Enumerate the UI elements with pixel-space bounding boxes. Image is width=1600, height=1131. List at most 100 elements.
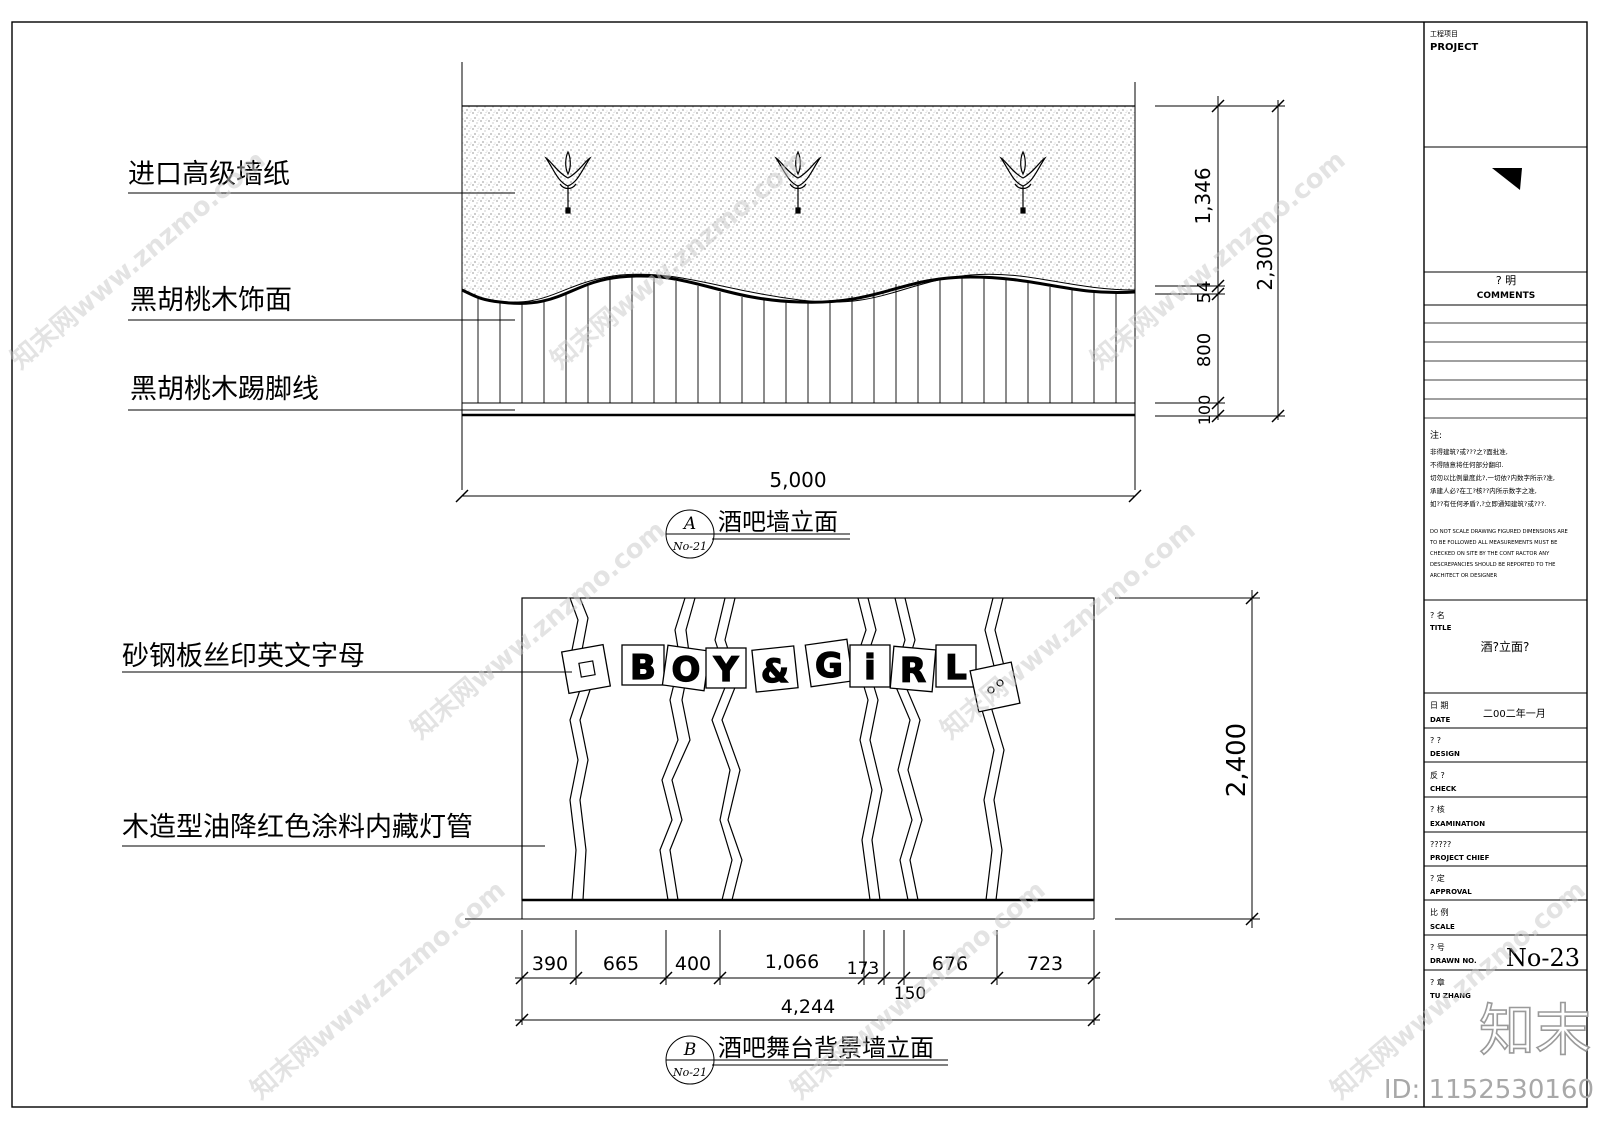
walnut-slats — [477, 277, 1117, 403]
tile-g-letter: G — [815, 646, 843, 686]
sheet-border — [11, 21, 1588, 1108]
tb-comments-en: COMMENTS — [1477, 291, 1535, 301]
dim-b-seg-2: 665 — [603, 953, 639, 975]
tile-r — [889, 645, 937, 693]
title-block: 工程项目 PROJECT ? 明 COMMENTS 注: 非得建筑?或???之?… — [1423, 22, 1587, 1107]
tb-notes-title: 注: — [1430, 429, 1442, 441]
tb-title-value: 酒?立面? — [1481, 639, 1530, 654]
tb-design-en: DESIGN — [1430, 750, 1460, 758]
label-walnut-skirting: 黑胡桃木踢脚线 — [130, 374, 319, 405]
tb-note-en-4: DESCREPANCIES SHOULD BE REPORTED TO THE — [1430, 562, 1555, 568]
tb-comments-cn: ? 明 — [1496, 274, 1516, 287]
tb-note-cn-4: 承建人必?在工?核??内所示数字之准, — [1430, 486, 1537, 495]
tb-scale-cn: 比 例 — [1430, 907, 1449, 917]
caption-a-sheet: No-21 — [672, 540, 707, 553]
tile-i — [849, 644, 891, 688]
tb-tu-en: TU ZHANG — [1430, 992, 1471, 1000]
watermark-site-7: 知末网www.znzmo.com — [785, 875, 1051, 1105]
dim-a-width: 5,000 — [769, 468, 826, 492]
tile-i-letter: i — [864, 648, 876, 688]
dim-b-total-height: 2,400 — [1222, 723, 1252, 797]
tb-title-cn: ? 名 — [1430, 610, 1445, 620]
flower-ornament-1 — [544, 150, 592, 214]
tb-notes-cn: 非得建筑?或???之?面批准, 不得随意将任何部分翻印. 切勿以比例量度此?,一… — [1430, 447, 1555, 508]
watermark-id: ID: 1152530160 — [1384, 1075, 1594, 1105]
dim-a-h3: 800 — [1194, 333, 1215, 367]
tile-o-letter: O — [672, 650, 701, 690]
tb-drawn-en: DRAWN NO. — [1430, 957, 1477, 965]
watermark-site-4: 知末网www.znzmo.com — [405, 515, 671, 745]
dim-b-seg-3: 400 — [675, 953, 711, 975]
wave-trim — [461, 274, 1136, 305]
tb-exam-en: EXAMINATION — [1430, 820, 1485, 828]
tb-note-cn-1: 非得建筑?或???之?面批准, — [1430, 447, 1508, 456]
dim-b-seg-1: 390 — [532, 953, 568, 975]
dim-a-h2: 54 — [1194, 281, 1215, 304]
tb-exam-cn: ? 核 — [1430, 804, 1445, 814]
tb-note-en-2: TO BE FOLLOWED ALL MEASUREMENTS MUST BE — [1429, 540, 1557, 546]
stage-wall-frame — [521, 597, 1095, 901]
caption-a: A No-21 酒吧墙立面 — [665, 508, 850, 559]
tile-l — [935, 644, 977, 688]
tile-small-square — [578, 660, 596, 678]
tile-b — [621, 644, 665, 686]
caption-a-letter: A — [682, 514, 696, 534]
tb-note-en-5: ARCHITECT OR DESIGNER — [1430, 573, 1497, 579]
watermark-site-8: 知末网www.znzmo.com — [1325, 875, 1591, 1105]
tb-date-en: DATE — [1430, 716, 1450, 724]
caption-b-sheet: No-21 — [672, 1066, 707, 1079]
tb-title-en: TITLE — [1430, 624, 1452, 632]
elevation-b: B O Y & G i R L 砂钢板丝印英文字母 木造型油降红色涂料内藏灯管 — [122, 590, 1260, 1085]
caption-b-letter: B — [683, 1040, 697, 1060]
dim-a-h4: 100 — [1195, 395, 1214, 426]
tile-r-letter: R — [900, 651, 926, 691]
tb-scale-en: SCALE — [1430, 923, 1455, 931]
dim-b-seg-7: 723 — [1027, 953, 1063, 975]
tb-approval-en: APPROVAL — [1430, 888, 1472, 896]
tile-amp-letter: & — [761, 652, 789, 690]
dim-a-h1: 1,346 — [1191, 167, 1215, 224]
caption-b: B No-21 酒吧舞台背景墙立面 — [665, 1034, 948, 1085]
tb-date-value: 二00二年一月 — [1483, 707, 1546, 720]
tb-project-cn: 工程项目 — [1430, 29, 1458, 38]
dim-b-seg-6: 676 — [932, 953, 968, 975]
wood-shapes — [569, 597, 1006, 901]
dim-b-seg-5: 173 — [847, 959, 879, 979]
tb-project-en: PROJECT — [1430, 42, 1478, 53]
tb-note-en-3: CHECKED ON SITE BY THE CONT RACTOR ANY — [1430, 551, 1550, 557]
label-wallpaper: 进口高级墙纸 — [128, 159, 290, 190]
dim-b-total-width: 4,244 — [781, 996, 835, 1018]
label-wood-shapes: 木造型油降红色涂料内藏灯管 — [122, 812, 473, 843]
label-steel-letters: 砂钢板丝印英文字母 — [122, 641, 365, 672]
caption-a-title: 酒吧墙立面 — [718, 508, 838, 536]
dim-a-total-height: 2,300 — [1253, 233, 1277, 290]
tile-b-letter: B — [630, 648, 656, 688]
dim-b-small: 150 — [894, 984, 926, 1004]
tb-note-cn-2: 不得随意将任何部分翻印. — [1430, 460, 1504, 469]
tile-blank-left — [560, 643, 612, 695]
dim-b-seg-4: 1,066 — [765, 951, 819, 973]
tb-note-cn-3: 切勿以比例量度此?,一切依?内数字所示?准, — [1430, 473, 1555, 482]
tb-chief-en: PROJECT CHIEF — [1430, 854, 1490, 862]
letter-tiles: B O Y & G i R L — [560, 638, 1021, 713]
tb-notes-en: DO NOT SCALE DRAWING FIGURED DIMENSIONS … — [1429, 529, 1568, 579]
flower-ornament-2 — [774, 150, 822, 214]
tb-note-cn-5: 如??有任何矛盾?,?立即通知建筑?或???. — [1430, 499, 1546, 508]
north-arrow-icon — [1492, 168, 1522, 190]
elevation-a: 进口高级墙纸 黑胡桃木饰面 黑胡桃木踢脚线 5,000 1,34 — [128, 62, 1285, 559]
tb-tu-cn: ? 章 — [1430, 977, 1445, 987]
caption-b-title: 酒吧舞台背景墙立面 — [718, 1034, 934, 1062]
tile-dot — [969, 661, 1021, 713]
tb-drawn-value: No-23 — [1506, 944, 1580, 972]
label-walnut-panel: 黑胡桃木饰面 — [130, 285, 292, 316]
tile-y — [705, 647, 747, 689]
tile-l-letter: L — [945, 648, 967, 688]
tb-note-en-1: DO NOT SCALE DRAWING FIGURED DIMENSIONS … — [1430, 529, 1568, 535]
tb-check-cn: 反 ? — [1430, 770, 1445, 780]
tb-chief-cn: ????? — [1430, 840, 1451, 849]
tb-date-cn: 日 期 — [1430, 701, 1449, 710]
tb-check-en: CHECK — [1430, 785, 1457, 793]
flower-ornament-3 — [999, 150, 1047, 214]
tb-approval-cn: ? 定 — [1430, 873, 1445, 883]
